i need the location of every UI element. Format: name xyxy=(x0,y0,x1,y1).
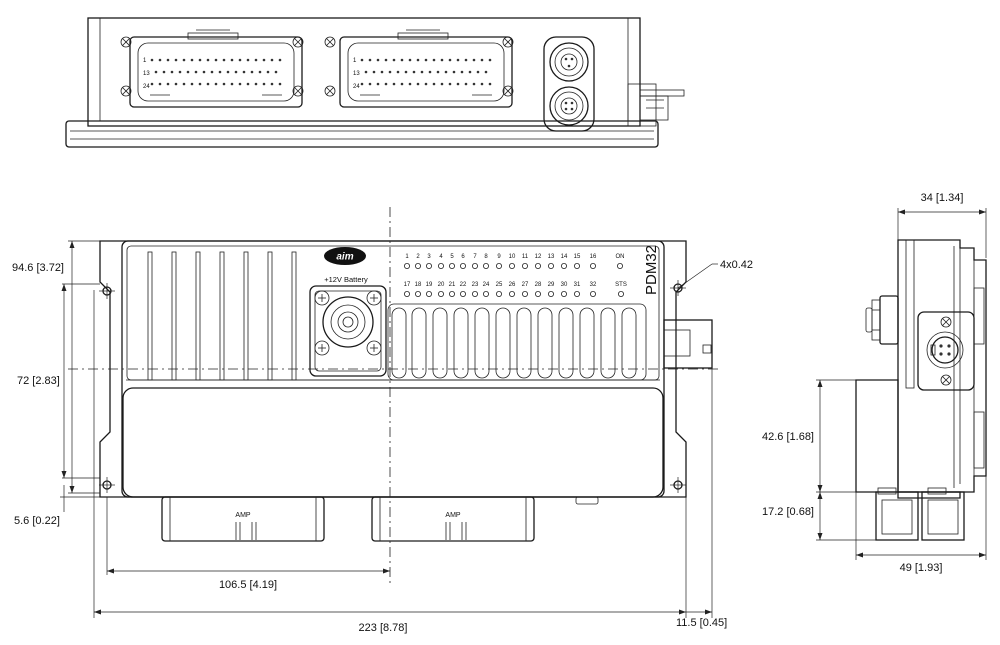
pin-24-label: 24 xyxy=(143,84,150,90)
model-label: PDM32 xyxy=(643,245,660,295)
side-view xyxy=(855,239,987,541)
pin-grid-right xyxy=(360,58,492,86)
heatsink-fins-right xyxy=(391,307,637,379)
round-connectors-top xyxy=(543,36,595,132)
led-dots-top xyxy=(403,262,624,269)
dim-hole-offset-bottom: 5.6 [0.22] xyxy=(14,515,60,527)
svg-text:14: 14 xyxy=(561,254,568,260)
svg-text:17: 17 xyxy=(404,282,411,288)
svg-text:20: 20 xyxy=(438,282,445,288)
svg-text:16: 16 xyxy=(590,254,597,260)
dim-overall-width: 223 [8.78] xyxy=(359,622,408,634)
svg-text:8: 8 xyxy=(484,254,488,260)
svg-text:32: 32 xyxy=(590,282,597,288)
svg-text:AMP: AMP xyxy=(235,512,251,519)
pin-1-label-right: 1 xyxy=(353,58,357,64)
status-sts-label: STS xyxy=(615,282,627,288)
dim-side-depth-overall: 49 [1.93] xyxy=(900,562,943,574)
svg-text:21: 21 xyxy=(449,282,456,288)
svg-text:18: 18 xyxy=(415,282,422,288)
amp-connector-left: AMP xyxy=(161,496,325,542)
svg-text:23: 23 xyxy=(472,282,479,288)
svg-text:31: 31 xyxy=(574,282,581,288)
dim-half-width: 106.5 [4.19] xyxy=(219,579,277,591)
svg-text:30: 30 xyxy=(561,282,568,288)
svg-text:1: 1 xyxy=(405,254,409,260)
svg-text:9: 9 xyxy=(497,254,501,260)
svg-text:24: 24 xyxy=(483,282,490,288)
dim-side-height-low: 17.2 [0.68] xyxy=(762,506,814,518)
svg-text:10: 10 xyxy=(509,254,516,260)
top-connector-left: 1 13 24 xyxy=(129,29,303,108)
terminal-screw-icons xyxy=(314,290,382,356)
svg-text:27: 27 xyxy=(522,282,529,288)
svg-text:7: 7 xyxy=(473,254,477,260)
front-dimensions: 94.6 [3.72] 72 [2.83] 5.6 [0.22] 106.5 [… xyxy=(12,240,753,634)
svg-text:AMP: AMP xyxy=(445,512,461,519)
dim-center-height: 72 [2.83] xyxy=(17,375,60,387)
svg-text:22: 22 xyxy=(460,282,467,288)
dim-hole-height-top: 94.6 [3.72] xyxy=(12,262,64,274)
side-latch-top xyxy=(627,83,685,127)
side-bottom-connectors xyxy=(875,487,965,541)
led-dots-bottom xyxy=(403,290,625,297)
svg-text:4: 4 xyxy=(439,254,443,260)
svg-text:25: 25 xyxy=(496,282,503,288)
pin-13-label-right: 13 xyxy=(353,71,360,77)
led-row-bottom: 17 18 19 20 21 22 23 24 25 26 27 28 29 3… xyxy=(404,282,627,288)
svg-text:19: 19 xyxy=(426,282,433,288)
battery-terminal xyxy=(309,285,387,377)
svg-text:13: 13 xyxy=(548,254,555,260)
mounting-hole-icons xyxy=(99,280,686,493)
pin-24-label-right: 24 xyxy=(353,84,360,90)
svg-text:29: 29 xyxy=(548,282,555,288)
status-on-label: ON xyxy=(616,254,625,260)
svg-text:3: 3 xyxy=(427,254,431,260)
side-round-connector xyxy=(917,311,975,391)
front-view: aim +12V Battery 1 2 3 4 5 6 7 xyxy=(68,207,720,585)
svg-text:28: 28 xyxy=(535,282,542,288)
svg-text:11: 11 xyxy=(522,254,529,260)
svg-text:2: 2 xyxy=(416,254,420,260)
logo-text: aim xyxy=(336,252,353,263)
aim-logo: aim xyxy=(324,247,366,265)
side-dimensions: 34 [1.34] 42.6 [1.68] 17.2 [0.68] 49 [1.… xyxy=(762,192,987,574)
top-view: 1 13 24 1 13 24 xyxy=(65,17,685,148)
battery-label: +12V Battery xyxy=(324,275,368,284)
led-row-top: 1 2 3 4 5 6 7 8 9 10 11 12 13 14 15 16 O… xyxy=(405,254,624,260)
svg-text:15: 15 xyxy=(574,254,581,260)
svg-text:12: 12 xyxy=(535,254,542,260)
screw-icons-top xyxy=(120,36,514,97)
dim-connector-protrusion: 11.5 [0.45] xyxy=(676,617,727,629)
dim-side-depth-top: 34 [1.34] xyxy=(921,192,964,204)
pin-13-label: 13 xyxy=(143,71,150,77)
svg-text:5: 5 xyxy=(450,254,454,260)
svg-text:26: 26 xyxy=(509,282,516,288)
pin-grid xyxy=(150,58,282,86)
dim-hole-spec: 4x0.42 xyxy=(720,259,753,271)
side-knob xyxy=(865,295,899,345)
heatsink-fins-left xyxy=(147,251,297,381)
dim-side-height-mid: 42.6 [1.68] xyxy=(762,431,814,443)
side-latch-front xyxy=(663,319,713,369)
top-connector-right: 1 13 24 xyxy=(339,29,513,108)
amp-connector-right: AMP xyxy=(371,496,535,542)
pin-1-label: 1 xyxy=(143,58,147,64)
svg-text:6: 6 xyxy=(461,254,465,260)
